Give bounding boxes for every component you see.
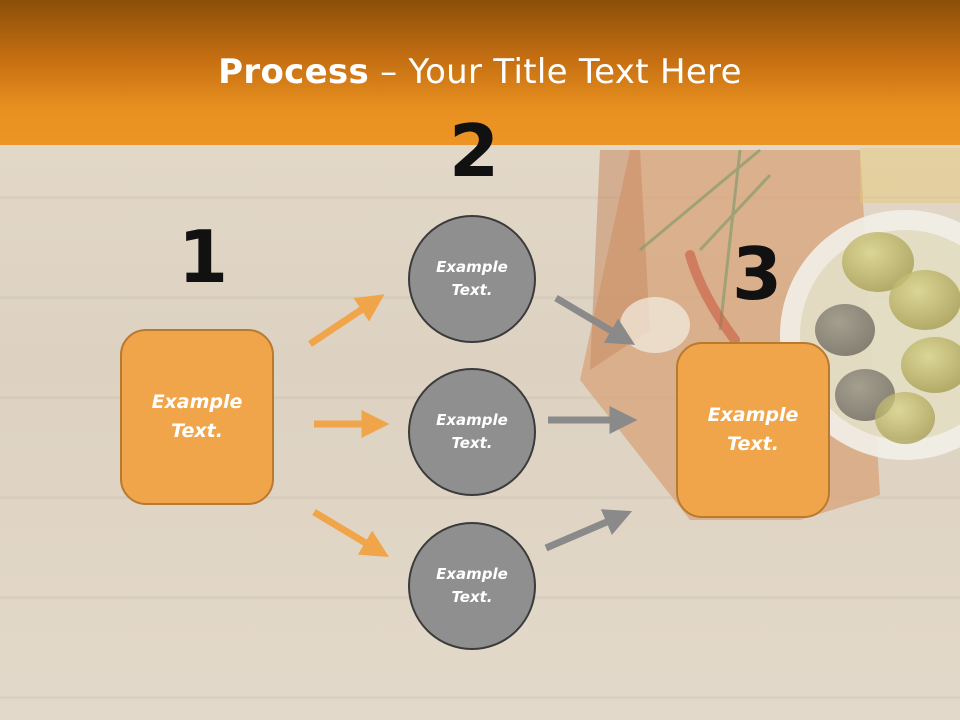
step-number-1: 1 xyxy=(178,215,229,299)
step-3-line2: Text. xyxy=(727,433,779,455)
step-2-circle-bottom[interactable]: Example Text. xyxy=(408,522,536,650)
step-1-line1: Example xyxy=(151,391,243,413)
step-2-circle-top[interactable]: Example Text. xyxy=(408,215,536,343)
arrow-to-circle-1 xyxy=(308,294,385,347)
circle-top-line2: Text. xyxy=(451,281,493,299)
step-1-box[interactable]: Example Text. xyxy=(120,329,274,505)
circle-middle-line2: Text. xyxy=(451,434,493,452)
circle-bottom-line1: Example xyxy=(436,565,508,583)
arrow-from-circle-1 xyxy=(554,294,636,345)
title-bold: Process xyxy=(218,52,370,92)
step-number-3: 3 xyxy=(732,232,783,316)
step-3-box[interactable]: Example Text. xyxy=(676,342,830,518)
title-rest: – Your Title Text Here xyxy=(369,52,742,92)
step-3-line1: Example xyxy=(707,404,799,426)
circle-middle-line1: Example xyxy=(436,411,508,429)
circle-top-line1: Example xyxy=(436,258,508,276)
header-bar xyxy=(0,0,960,145)
arrow-to-circle-3 xyxy=(312,508,390,558)
step-2-circle-middle[interactable]: Example Text. xyxy=(408,368,536,496)
slide-title[interactable]: Process – Your Title Text Here xyxy=(0,52,960,92)
step-1-line2: Text. xyxy=(171,420,223,442)
arrow-from-circle-3 xyxy=(544,509,633,552)
circle-bottom-line2: Text. xyxy=(451,588,493,606)
step-number-2: 2 xyxy=(449,109,500,193)
